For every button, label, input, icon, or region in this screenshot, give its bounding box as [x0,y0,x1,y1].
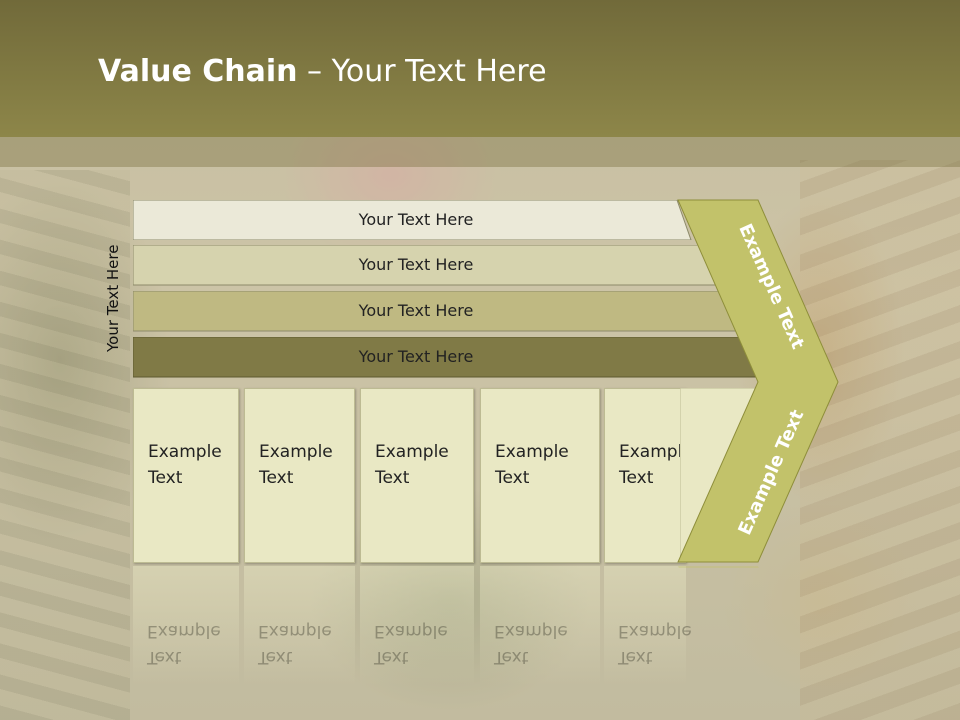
bar-1-label: Your Text Here [358,210,474,229]
bar-3-label: Your Text Here [358,301,474,320]
title-rest: – Your Text Here [297,54,547,89]
chevron-reflection [678,566,759,568]
title-band-shade [0,137,960,167]
background-wall-right [800,160,960,720]
side-label: Your Text Here [104,244,122,352]
chevron-shape [677,199,839,563]
bar-1-shape [133,200,692,240]
bar-2-label: Your Text Here [358,255,474,274]
background-wall-left [0,170,130,720]
slide-title: Value Chain – Your Text Here [98,54,547,89]
title-bold: Value Chain [98,54,298,89]
bar-4-label: Your Text Here [358,347,474,366]
title-band [0,0,960,137]
chevron-arrow [677,199,839,568]
